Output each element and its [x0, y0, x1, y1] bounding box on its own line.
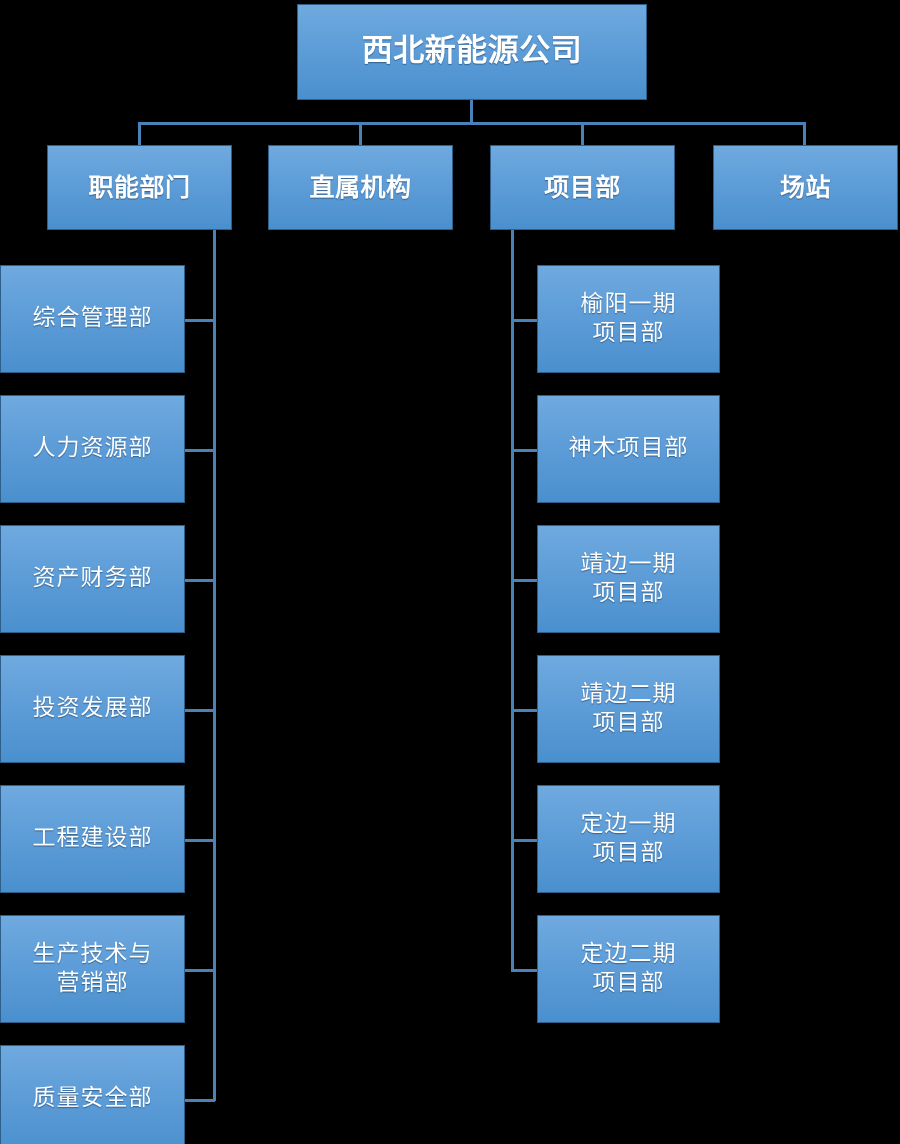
connector-level2-bus	[138, 122, 805, 125]
node-dept-asset-finance-label: 资产财务部	[32, 565, 153, 592]
node-project-shenmu[interactable]: 神木项目部	[537, 395, 720, 503]
node-dept-investment-development[interactable]: 投资发展部	[0, 655, 185, 763]
node-dept-human-resources-label: 人力资源部	[32, 435, 153, 462]
connector-functional-stub-6	[185, 969, 215, 972]
connector-project-stub-4	[511, 709, 539, 712]
connector-project-stub-3	[511, 579, 539, 582]
node-dept-general-management[interactable]: 综合管理部	[0, 265, 185, 373]
connector-project-stub-6	[511, 969, 539, 972]
connector-functional-stub-4	[185, 709, 215, 712]
connector-functional-stub-3	[185, 579, 215, 582]
node-dept-human-resources[interactable]: 人力资源部	[0, 395, 185, 503]
connector-functional-trunk	[213, 230, 216, 1101]
connector-functional-stub-5	[185, 839, 215, 842]
node-dept-quality-safety-label: 质量安全部	[32, 1085, 153, 1112]
node-project-departments-label: 项目部	[544, 172, 621, 202]
node-stations[interactable]: 场站	[713, 145, 898, 230]
connector-project-stub-2	[511, 449, 539, 452]
node-project-yuyang-phase1-label: 榆阳一期 项目部	[580, 290, 677, 346]
node-dept-asset-finance[interactable]: 资产财务部	[0, 525, 185, 633]
node-root-company-label: 西北新能源公司	[361, 33, 583, 70]
node-project-dingbian-phase2-label: 定边二期 项目部	[580, 940, 677, 996]
node-dept-production-tech-marketing-label: 生产技术与 营销部	[32, 940, 153, 996]
node-project-jingbian-phase2[interactable]: 靖边二期 项目部	[537, 655, 720, 763]
connector-stem-functional	[138, 122, 141, 146]
connector-project-stub-1	[511, 319, 539, 322]
connector-stem-station	[803, 122, 806, 146]
node-project-yuyang-phase1[interactable]: 榆阳一期 项目部	[537, 265, 720, 373]
node-stations-label: 场站	[779, 172, 831, 202]
connector-functional-stub-1	[185, 319, 215, 322]
node-direct-institutions[interactable]: 直属机构	[268, 145, 453, 230]
connector-stem-direct	[359, 122, 362, 146]
connector-functional-stub-7	[185, 1099, 215, 1102]
connector-root-stem	[470, 100, 473, 123]
node-dept-investment-development-label: 投资发展部	[32, 695, 153, 722]
node-project-dingbian-phase2[interactable]: 定边二期 项目部	[537, 915, 720, 1023]
node-dept-quality-safety[interactable]: 质量安全部	[0, 1045, 185, 1144]
connector-project-stub-5	[511, 839, 539, 842]
node-project-dingbian-phase1-label: 定边一期 项目部	[580, 810, 677, 866]
node-dept-general-management-label: 综合管理部	[32, 305, 153, 332]
node-dept-production-tech-marketing[interactable]: 生产技术与 营销部	[0, 915, 185, 1023]
node-project-jingbian-phase1-label: 靖边一期 项目部	[580, 550, 677, 606]
node-project-jingbian-phase2-label: 靖边二期 项目部	[580, 680, 677, 736]
node-functional-departments[interactable]: 职能部门	[47, 145, 232, 230]
node-direct-institutions-label: 直属机构	[309, 172, 412, 202]
node-project-dingbian-phase1[interactable]: 定边一期 项目部	[537, 785, 720, 893]
node-dept-engineering-construction-label: 工程建设部	[32, 825, 153, 852]
node-project-shenmu-label: 神木项目部	[568, 435, 689, 462]
node-dept-engineering-construction[interactable]: 工程建设部	[0, 785, 185, 893]
connector-project-trunk	[511, 230, 514, 971]
node-project-jingbian-phase1[interactable]: 靖边一期 项目部	[537, 525, 720, 633]
node-project-departments[interactable]: 项目部	[490, 145, 675, 230]
node-functional-departments-label: 职能部门	[88, 172, 191, 202]
connector-stem-project	[581, 122, 584, 146]
node-root-company[interactable]: 西北新能源公司	[297, 4, 647, 100]
connector-functional-stub-2	[185, 449, 215, 452]
